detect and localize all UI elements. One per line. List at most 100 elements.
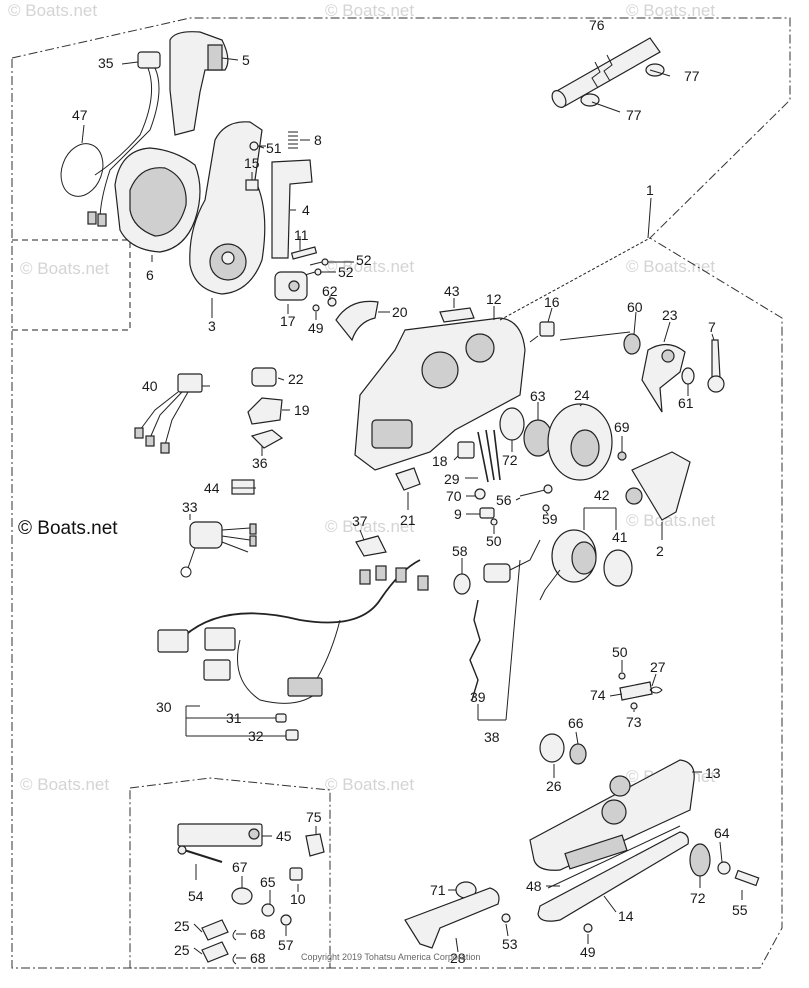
label-15: 15 <box>244 155 260 171</box>
part-73-screw <box>630 702 638 710</box>
part-18-clip <box>457 441 475 459</box>
part-8-spring <box>288 131 298 149</box>
part-17-knob <box>274 271 308 301</box>
part-75-clip <box>305 833 325 857</box>
part-23-arm <box>641 343 686 413</box>
part-plug <box>483 539 541 583</box>
part-7-lever <box>707 339 725 393</box>
label-7: 7 <box>708 319 716 335</box>
label-32: 32 <box>248 728 264 744</box>
label-25: 25 <box>174 918 190 934</box>
label-18: 18 <box>432 453 448 469</box>
watermark: © Boats.net <box>20 775 109 794</box>
part-20-cam <box>335 300 379 342</box>
label-73: 73 <box>626 714 642 730</box>
part-65-washer <box>261 903 275 917</box>
label-21: 21 <box>400 512 416 528</box>
label-36: 36 <box>252 455 268 471</box>
label-10: 10 <box>290 891 306 907</box>
label-48: 48 <box>526 878 542 894</box>
part-43-plate <box>439 307 475 323</box>
label-31: 31 <box>226 710 242 726</box>
part-50b-screw <box>618 672 626 680</box>
label-53: 53 <box>502 936 518 952</box>
part-13-plate <box>529 759 695 871</box>
part-41-lens <box>603 549 633 587</box>
label-63: 63 <box>530 388 546 404</box>
part-54-screw <box>177 845 223 863</box>
label-54: 54 <box>188 888 204 904</box>
part-70-ball <box>474 488 486 500</box>
part-59-screw <box>542 504 550 512</box>
part-45-decal <box>177 823 263 847</box>
part-60-washer <box>623 333 641 355</box>
part-28-lever <box>404 887 500 949</box>
part-37-clip <box>355 535 387 557</box>
part-14-rail <box>537 831 689 922</box>
part-57-washer <box>280 914 292 926</box>
label-47: 47 <box>72 107 88 123</box>
part-26-boss <box>539 733 565 763</box>
label-9: 9 <box>454 506 462 522</box>
label-17: 17 <box>280 313 296 329</box>
assembly-boundary <box>11 17 791 969</box>
part-29-cable <box>477 429 501 483</box>
watermark: © Boats.net <box>325 775 414 794</box>
part-58-grommet <box>453 573 471 595</box>
part-76-tube <box>551 37 661 108</box>
label-68: 68 <box>250 950 266 966</box>
part-68a-clip <box>232 929 237 941</box>
label-1: 1 <box>646 182 654 198</box>
label-77: 77 <box>684 68 700 84</box>
label-69: 69 <box>614 419 630 435</box>
label-71: 71 <box>430 882 446 898</box>
copyright: Copyright 2019 Tohatsu America Corporati… <box>301 952 480 962</box>
watermark: © Boats.net <box>626 511 715 530</box>
part-2-bracket <box>625 451 691 521</box>
watermark: © Boats.net <box>8 1 97 20</box>
watermark: © Boats.net <box>626 257 715 276</box>
label-20: 20 <box>392 304 408 320</box>
label-67: 67 <box>232 859 248 875</box>
label-6: 6 <box>146 267 154 283</box>
label-13: 13 <box>705 765 721 781</box>
label-19: 19 <box>294 402 310 418</box>
label-55: 55 <box>732 902 748 918</box>
part-49b-screw <box>583 923 593 933</box>
label-49: 49 <box>580 944 596 960</box>
part-64-washer <box>717 861 731 875</box>
label-27: 27 <box>650 659 666 675</box>
part-52-screw <box>304 258 329 276</box>
label-45: 45 <box>276 828 292 844</box>
part-12-housing <box>354 317 526 471</box>
label-59: 59 <box>542 511 558 527</box>
part-50-screw <box>490 518 498 526</box>
part-69-nut <box>617 451 627 461</box>
inner-boundary-edge <box>12 239 131 331</box>
label-57: 57 <box>278 937 294 953</box>
label-12: 12 <box>486 291 502 307</box>
label-24: 24 <box>574 387 590 403</box>
part-53-screw <box>501 913 511 923</box>
part-39-lanyard <box>469 599 481 701</box>
part-74-plate <box>619 681 653 701</box>
label-23: 23 <box>662 307 678 323</box>
part-22-cap <box>251 367 277 387</box>
part-15-pin <box>245 179 259 191</box>
part-16-fitting <box>529 321 555 343</box>
label-72: 72 <box>690 890 706 906</box>
label-75: 75 <box>306 809 322 825</box>
part-9-clip <box>479 507 495 519</box>
part-72-bushing <box>499 407 525 441</box>
label-76: 76 <box>589 17 605 33</box>
label-44: 44 <box>204 480 220 496</box>
label-25: 25 <box>174 942 190 958</box>
part-11-pin <box>290 246 318 260</box>
label-49: 49 <box>308 320 324 336</box>
part-5-handle <box>169 31 229 136</box>
part-40-switch <box>134 373 203 454</box>
part-6-cover <box>114 147 201 253</box>
label-50: 50 <box>612 644 628 660</box>
label-16: 16 <box>544 294 560 310</box>
